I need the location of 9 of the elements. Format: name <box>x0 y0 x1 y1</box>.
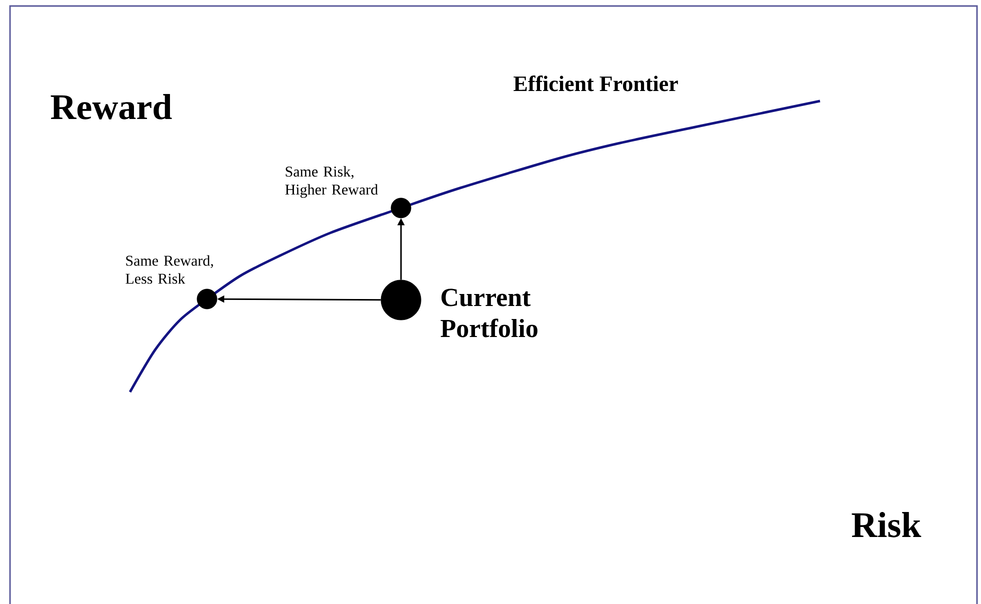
point-label: Current Portfolio <box>440 288 538 338</box>
dot <box>390 198 412 218</box>
axis-label: Risk <box>852 512 922 538</box>
dot <box>196 288 218 310</box>
dot <box>380 280 422 320</box>
point-label: Same Risk, Higher Reward <box>285 166 378 198</box>
frontier-label: Efficient Frontier <box>514 76 678 92</box>
point-label: Same Reward, Less Risk <box>126 255 213 284</box>
axis-label: Reward <box>50 94 172 120</box>
